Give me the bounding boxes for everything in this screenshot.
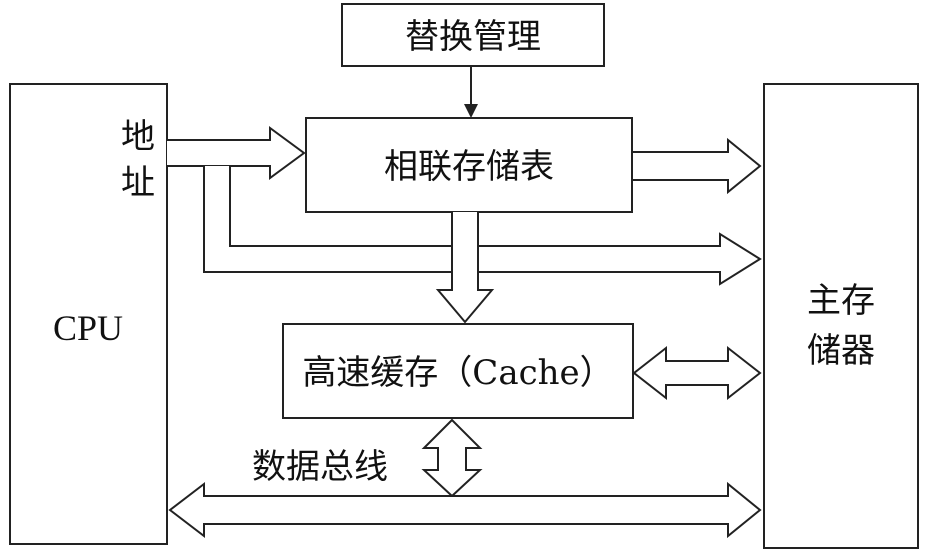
cpu-label: CPU <box>53 308 123 348</box>
main-memory-label-line-2: 储器 <box>807 331 875 371</box>
associative-table-label: 相联存储表 <box>384 147 554 187</box>
cpu-box <box>9 83 168 545</box>
replacement-to-table-arrowhead <box>464 104 478 118</box>
main-memory-box <box>763 83 919 549</box>
address-label-char-2: 址 <box>121 163 155 203</box>
data-bus-arrow <box>168 481 762 539</box>
replacement-management-box <box>341 3 605 67</box>
cache-memory-bidirectional-arrow <box>632 345 762 401</box>
address-label-char-1: 地 <box>121 117 155 157</box>
replacement-management-label: 替换管理 <box>405 17 541 57</box>
table-to-memory-arrow <box>631 137 762 195</box>
address-to-memory-arrow-outer <box>203 166 762 286</box>
cache-bus-bidirectional-arrow <box>421 418 483 498</box>
address-to-table-arrow <box>167 126 306 180</box>
data-bus-label: 数据总线 <box>252 447 388 487</box>
table-to-cache-arrow <box>435 212 495 324</box>
cache-box <box>282 323 634 419</box>
main-memory-label-line-1: 主存 <box>807 281 875 321</box>
cache-label: 高速缓存（Cache） <box>302 353 613 393</box>
